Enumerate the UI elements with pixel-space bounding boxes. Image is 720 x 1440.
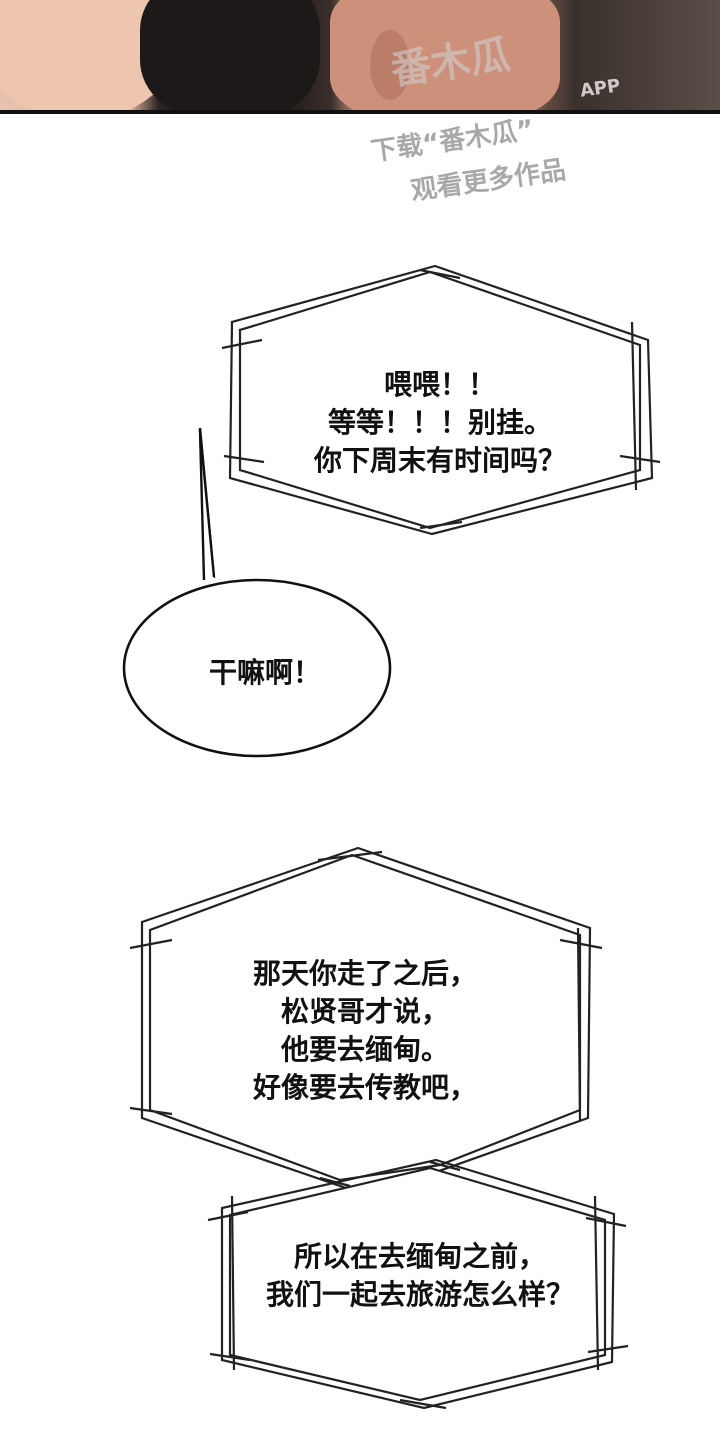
speech-bubble-3-text: 那天你走了之后， 松贤哥才说， 他要去缅甸。 好像要去传教吧， — [175, 955, 555, 1107]
speech-bubble-1 — [221, 264, 661, 536]
top-comic-panel — [0, 0, 720, 112]
bubble-line: 等等！！！别挂。 — [327, 406, 552, 439]
torso-shading — [370, 30, 410, 100]
speech-bubble-2 — [122, 427, 392, 758]
bubble-line: 那天你走了之后， — [252, 957, 477, 990]
bubble-line: 你下周末有时间吗？ — [313, 444, 566, 477]
bubble-line: 我们一起去旅游怎么样？ — [265, 1278, 574, 1311]
bubble-line: 他要去缅甸。 — [280, 1033, 449, 1066]
speech-bubble-1-text: 喂喂！！ 等等！！！别挂。 你下周末有时间吗？ — [250, 366, 630, 480]
panel-border — [0, 110, 720, 114]
character-torso — [330, 0, 560, 112]
bubble-line: 所以在去缅甸之前， — [293, 1240, 546, 1273]
bubble-line: 喂喂！！ — [383, 368, 496, 401]
speech-bubble-4-text: 所以在去缅甸之前， 我们一起去旅游怎么样？ — [225, 1238, 615, 1314]
speech-bubble-2-text: 干嘛啊！ — [150, 654, 380, 692]
bubble-line: 松贤哥才说， — [280, 995, 449, 1028]
speech-bubble-4 — [207, 1158, 629, 1410]
bubble-line: 好像要去传教吧， — [252, 1071, 477, 1104]
bubble-line: 干嘛啊！ — [208, 656, 321, 689]
character-sleeve — [140, 0, 320, 112]
